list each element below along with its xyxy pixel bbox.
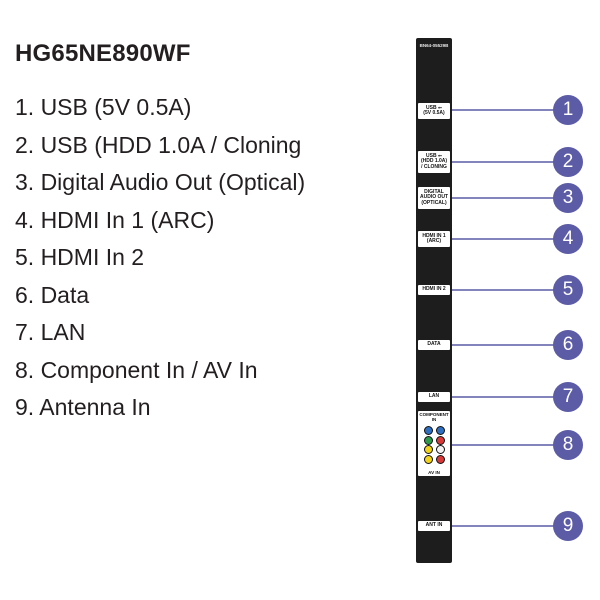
port-list-item: 6. Data [15, 281, 90, 308]
panel-label-digital-audio: DIGITAL AUDIO OUT (OPTICAL) [418, 187, 450, 209]
jack-red [434, 435, 446, 446]
port-list-item: 1. USB (5V 0.5A) [15, 94, 192, 120]
callout-badge-4: 4 [553, 224, 583, 254]
component-jacks [422, 426, 446, 464]
jack-red [434, 454, 446, 465]
jack-circle [435, 454, 445, 464]
callout-badge-9: 9 [553, 511, 583, 541]
panel-label-usb-2: USB ⭠ (HDD 1.0A) / CLONING [418, 151, 450, 173]
panel-label-data: DATA [418, 340, 450, 350]
jack-circle [435, 426, 445, 436]
panel-label-lan: LAN [418, 392, 450, 402]
callout-badge-2: 2 [553, 147, 583, 177]
jack-yellow [422, 445, 434, 455]
port-list-item: 4. HDMI In 1 (ARC) [15, 206, 215, 233]
component-av-block: COMPONENT IN AV IN [418, 411, 450, 476]
jack-circle [435, 445, 445, 455]
jack-green [422, 435, 434, 446]
component-in-title: COMPONENT IN [419, 412, 449, 422]
panel-label-text: LAN [428, 393, 440, 400]
panel-label-text: USB ⭠ (HDD 1.0A) / CLONING [420, 153, 448, 170]
callout-badge-1: 1 [553, 95, 583, 125]
jack-blue [422, 426, 434, 436]
port-list-item: 8. Component In / AV In [15, 356, 258, 383]
callout-badge-6: 6 [553, 330, 583, 360]
model-title: HG65NE890WF [15, 40, 191, 67]
callout-badge-7: 7 [553, 382, 583, 412]
jack-blue [434, 426, 446, 436]
connector-panel: BN64-05529B USB ⭠ (5V 0.5A) USB ⭠ (HDD 1… [416, 38, 452, 563]
panel-label-antenna: ANT IN [418, 521, 450, 531]
jack-circle [423, 435, 433, 445]
port-list-item: 9. Antenna In [15, 394, 151, 420]
panel-label-hdmi-1: HDMI IN 1 (ARC) [418, 231, 450, 247]
port-list-item: 2. USB (HDD 1.0A / Cloning [15, 131, 302, 158]
callout-badge-3: 3 [553, 183, 583, 213]
port-list: 1. USB (5V 0.5A) 2. USB (HDD 1.0A / Clon… [15, 92, 305, 430]
panel-label-text: HDMI IN 2 [422, 286, 446, 293]
panel-label-text: USB ⭠ (5V 0.5A) [423, 104, 445, 116]
jack-circle [423, 426, 433, 436]
callout-badge-5: 5 [553, 275, 583, 305]
callout-badge-8: 8 [553, 430, 583, 460]
panel-label-text: DATA [427, 341, 441, 348]
jack-circle [435, 435, 445, 445]
panel-label-text: DIGITAL AUDIO OUT (OPTICAL) [419, 189, 449, 206]
jack-white [434, 445, 446, 455]
panel-label-text: ANT IN [425, 522, 443, 529]
jack-circle [423, 445, 433, 455]
port-list-item: 3. Digital Audio Out (Optical) [15, 169, 306, 195]
panel-label-text: HDMI IN 1 (ARC) [422, 232, 446, 244]
port-list-item: 7. LAN [15, 319, 86, 345]
panel-label-hdmi-2: HDMI IN 2 [418, 285, 450, 295]
av-in-title: AV IN [428, 470, 440, 475]
jack-yellow [422, 454, 434, 465]
panel-label-usb-1: USB ⭠ (5V 0.5A) [418, 103, 450, 119]
panel-part-number: BN64-05529B [419, 43, 449, 48]
jack-circle [423, 454, 433, 464]
port-list-item: 5. HDMI In 2 [15, 244, 145, 270]
